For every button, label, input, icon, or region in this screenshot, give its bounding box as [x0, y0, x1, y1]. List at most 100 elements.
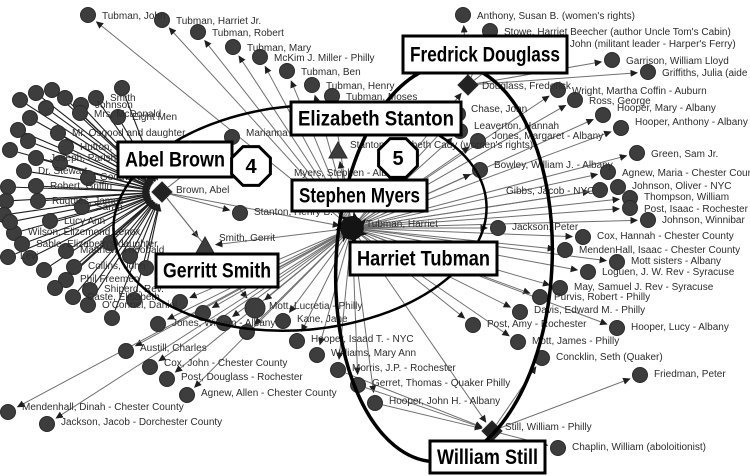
callout-abel-brown[interactable]: Abel Brown — [116, 140, 234, 179]
node-green[interactable] — [629, 145, 645, 161]
node-post_isaac[interactable] — [622, 200, 638, 216]
node-garrison[interactable] — [604, 52, 620, 68]
node-l_levi[interactable] — [0, 249, 16, 265]
node-smith_gerrit[interactable] — [195, 235, 215, 254]
node-a27[interactable] — [114, 80, 130, 96]
node-t_ben[interactable] — [279, 63, 295, 79]
node-l_sable[interactable] — [14, 236, 30, 252]
node-a12[interactable] — [0, 193, 14, 209]
node-agnew_allen[interactable] — [179, 387, 195, 403]
node-t_john[interactable] — [80, 7, 96, 23]
node-a4[interactable] — [57, 90, 73, 106]
node-a7[interactable] — [10, 122, 26, 138]
node-cox_hannah[interactable] — [575, 229, 591, 245]
node-l_smith[interactable] — [88, 90, 104, 106]
badge-4[interactable]: 4 — [230, 145, 272, 187]
node-morris[interactable] — [330, 362, 346, 378]
node-hooper_isaad[interactable] — [289, 333, 305, 349]
node-a19[interactable] — [122, 248, 138, 264]
callout-william-still[interactable]: William Still — [428, 439, 547, 475]
node-a5[interactable] — [38, 100, 54, 116]
node-jackson_peter[interactable] — [490, 220, 506, 236]
node-hooper_john[interactable] — [367, 395, 383, 411]
node-purvis[interactable] — [532, 289, 548, 305]
node-stanton_henry[interactable] — [232, 205, 248, 221]
node-l_freemen[interactable] — [58, 272, 74, 288]
node-a16[interactable] — [36, 262, 52, 278]
node-t_henry[interactable] — [304, 77, 320, 93]
node-l_ruggles[interactable] — [30, 193, 46, 209]
node-davis[interactable] — [512, 304, 528, 320]
badge-5[interactable]: 5 — [377, 137, 419, 179]
node-post_amy[interactable] — [465, 317, 481, 333]
node-hooper_anthony[interactable] — [613, 120, 629, 136]
node-l_caste[interactable] — [65, 289, 81, 305]
node-cox_john[interactable] — [142, 359, 158, 375]
node-kane[interactable] — [275, 313, 291, 329]
node-l_stewart[interactable] — [16, 163, 32, 179]
node-a1[interactable] — [12, 92, 28, 108]
node-a21[interactable] — [104, 310, 120, 326]
node-mendenhall_d[interactable] — [0, 404, 16, 420]
node-mott_sisters[interactable] — [609, 254, 625, 270]
node-l_goodwin[interactable] — [80, 170, 96, 186]
node-hooper_mary[interactable] — [595, 107, 611, 123]
node-a17[interactable] — [47, 280, 63, 296]
node-l_parish[interactable] — [28, 150, 44, 166]
node-jones_margaret[interactable] — [470, 133, 486, 149]
node-stanton_cady[interactable] — [328, 140, 348, 159]
node-l_oconnel[interactable] — [80, 297, 96, 313]
node-may[interactable] — [552, 280, 568, 296]
callout-fredrick-douglass[interactable]: Fredrick Douglass — [401, 34, 569, 75]
node-agnew_maria[interactable] — [600, 164, 616, 180]
node-l_matthew[interactable] — [58, 243, 74, 259]
node-jones_william[interactable] — [150, 316, 166, 332]
node-mendenhall_i[interactable] — [557, 242, 573, 258]
node-a6[interactable] — [22, 110, 38, 126]
node-a8[interactable] — [20, 133, 36, 149]
node-l_griffin[interactable] — [28, 178, 44, 194]
node-johnson_w[interactable] — [640, 212, 656, 228]
node-wright[interactable] — [550, 82, 566, 98]
node-still_wm[interactable] — [481, 420, 503, 442]
node-hub_myers[interactable] — [335, 211, 368, 245]
node-austill[interactable] — [118, 343, 134, 359]
node-douglass[interactable] — [457, 74, 479, 96]
callout-harriet-tubman[interactable]: Harriet Tubman — [348, 240, 499, 277]
node-a2[interactable] — [28, 85, 44, 101]
callout-elizabeth-stanton[interactable]: Elizabeth Stanton — [289, 100, 463, 137]
node-mott_lucretia[interactable] — [244, 297, 266, 319]
callout-gerritt-smith[interactable]: Gerritt Smith — [154, 252, 280, 289]
node-a14[interactable] — [2, 214, 18, 230]
node-a20[interactable] — [138, 260, 154, 276]
node-a22[interactable] — [126, 292, 142, 308]
node-l_sarah[interactable] — [74, 199, 90, 215]
node-gibbs[interactable] — [592, 182, 608, 198]
node-johnson_oliver[interactable] — [610, 179, 626, 195]
node-a9[interactable] — [2, 142, 18, 158]
node-a11[interactable] — [0, 179, 16, 195]
node-l_lucyann[interactable] — [42, 213, 58, 229]
node-t_mary[interactable] — [225, 39, 241, 55]
node-t_mckim[interactable] — [252, 49, 268, 65]
node-ross[interactable] — [567, 92, 583, 108]
node-hooper_lucy[interactable] — [609, 320, 625, 336]
node-l_mcdonald[interactable] — [72, 105, 88, 121]
node-chaplin[interactable] — [550, 440, 566, 456]
node-a15[interactable] — [22, 250, 38, 266]
node-l_hutton[interactable] — [58, 139, 74, 155]
node-t_harriet_jr[interactable] — [154, 12, 170, 28]
callout-stephen-myers[interactable]: Stephen Myers — [290, 178, 429, 213]
node-a3[interactable] — [44, 82, 60, 98]
node-anthony[interactable] — [455, 7, 471, 23]
node-loguen[interactable] — [580, 264, 596, 280]
node-friedman[interactable] — [632, 367, 648, 383]
node-l_osgood[interactable] — [50, 125, 66, 141]
node-t_robert[interactable] — [190, 24, 206, 40]
node-williams[interactable] — [309, 347, 325, 363]
node-mott_james[interactable] — [510, 334, 526, 350]
node-griffiths[interactable] — [640, 64, 656, 80]
node-hub_brown[interactable] — [151, 181, 173, 203]
node-l_eightmen[interactable] — [110, 109, 126, 125]
node-jackson_jacob[interactable] — [39, 416, 55, 432]
